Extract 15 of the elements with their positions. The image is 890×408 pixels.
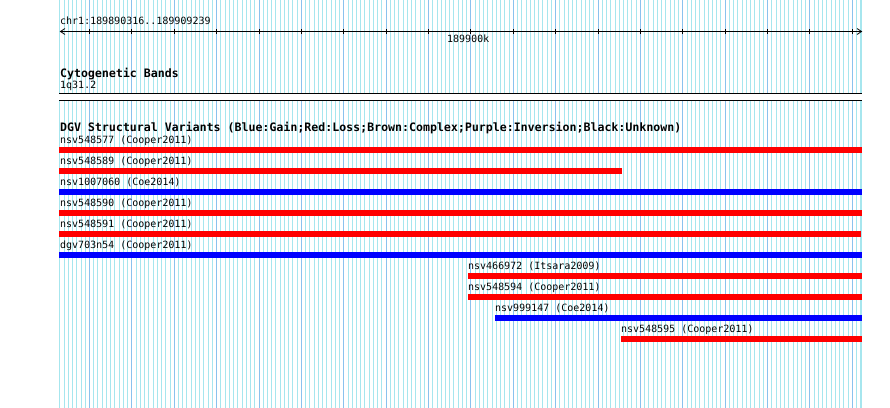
variant-label: nsv548589 (Cooper2011) (60, 156, 192, 166)
tick-label: 189900k (447, 34, 490, 45)
variant-label: nsv548591 (Cooper2011) (60, 218, 192, 230)
track-title: Cytogenetic Bands (60, 67, 179, 80)
variant-label: nsv548590 (Cooper2011) (60, 198, 192, 208)
variant-label: nsv1007060 (Coe2014) (60, 176, 180, 188)
variant-label: nsv548577 (Cooper2011) (60, 134, 192, 146)
variant-label: nsv466972 (Itsara2009) (468, 260, 600, 272)
band-label: 1q31.2 (60, 80, 96, 91)
variant-label: nsv548594 (Cooper2011) (468, 282, 600, 292)
track-title: DGV Structural Variants (Blue:Gain;Red:Loss;Brown:Complex;Purple:Inversion;Black:Unknown) (60, 121, 682, 134)
variant-label: nsv548595 (Cooper2011) (621, 324, 754, 334)
variant-label: nsv999147 (Coe2014) (495, 302, 610, 314)
variant-label: dgv703n54 (Cooper2011) (60, 240, 192, 250)
region-label: chr1:189890316..189909239 (60, 16, 211, 27)
